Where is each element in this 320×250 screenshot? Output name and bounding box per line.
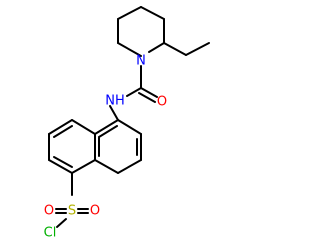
bond (138, 92, 156, 103)
bond (53, 156, 73, 168)
atom-o-sulfonyl-right: O (90, 204, 100, 219)
bond (117, 159, 142, 174)
chemical-structure: N NH O S O O Cl (44, 6, 210, 241)
bond (117, 42, 142, 57)
atom-o-sulfonyl-left: O (44, 204, 54, 219)
bond (71, 119, 96, 135)
bond (56, 218, 67, 228)
bond (140, 87, 158, 98)
atom-labels: N NH O S O O Cl (44, 54, 167, 241)
atom-cl: Cl (44, 226, 57, 241)
bond (71, 159, 96, 174)
bond (109, 105, 119, 121)
bond (48, 119, 73, 135)
bond (94, 159, 119, 174)
bond (126, 87, 142, 97)
bond (163, 42, 187, 56)
atom-n-piperidine: N (136, 54, 146, 69)
bond (117, 119, 142, 135)
bond (185, 42, 210, 56)
bond (53, 125, 73, 138)
bond (94, 119, 119, 135)
bond (140, 6, 165, 20)
atom-nh-amide: NH (105, 94, 125, 109)
bond (148, 42, 165, 53)
atom-s-sulfonyl: S (68, 204, 76, 219)
atom-o-carbonyl: O (157, 95, 167, 110)
bond (98, 125, 118, 138)
bonds (48, 6, 210, 228)
bond (117, 6, 142, 20)
bond (48, 159, 73, 174)
